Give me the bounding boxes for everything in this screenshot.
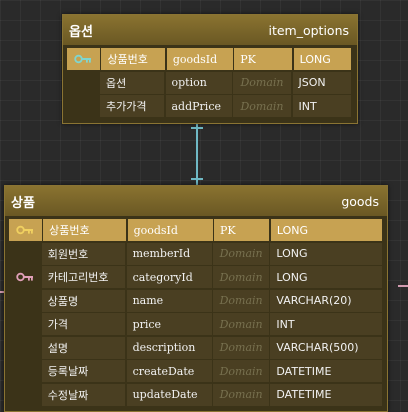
column-logical-name: 상품번호 <box>101 48 166 70</box>
column-logical-name: 등록날짜 <box>41 360 126 382</box>
column-data-type: LONG <box>270 219 382 241</box>
key-slot <box>9 243 42 265</box>
column-physical-name: memberId <box>126 242 212 265</box>
relation-one-mark-top <box>191 127 203 129</box>
column-domain: Domain <box>213 266 269 288</box>
column-domain: Domain <box>213 289 269 312</box>
column-logical-name: 회원번호 <box>41 242 126 265</box>
relation-stub-right[interactable] <box>398 285 408 287</box>
column-data-type: JSON <box>292 71 351 94</box>
primary-key-icon <box>9 219 42 241</box>
column-domain: PK <box>234 48 293 70</box>
column-domain: Domain <box>213 360 269 382</box>
key-slot <box>67 72 100 94</box>
column-data-type: LONG <box>293 48 352 70</box>
column-physical-name: price <box>126 313 212 335</box>
table-header[interactable]: 옵션 item_options <box>63 15 357 45</box>
key-slot <box>9 360 42 382</box>
key-slot <box>9 337 42 359</box>
table-name-en: item_options <box>268 22 349 38</box>
column-physical-name: description <box>126 336 212 359</box>
column-logical-name: 상품번호 <box>43 219 127 241</box>
column-data-type: INT <box>270 313 382 335</box>
column-domain: PK <box>214 219 270 241</box>
column-physical-name: goodsId <box>127 219 213 241</box>
column-physical-name: categoryId <box>126 266 212 288</box>
foreign-key-icon <box>9 266 42 288</box>
column-physical-name: option <box>165 71 232 94</box>
key-slot <box>9 290 42 312</box>
column-logical-name: 설명 <box>41 336 126 359</box>
column-data-type: DATETIME <box>270 383 382 406</box>
column-data-type: INT <box>292 95 351 117</box>
column-data-type: LONG <box>270 242 382 265</box>
column-domain: Domain <box>213 313 269 335</box>
relation-line[interactable] <box>196 120 198 186</box>
column-domain: Domain <box>213 242 269 265</box>
key-slot <box>9 313 42 335</box>
key-slot <box>9 384 42 406</box>
column-domain: Domain <box>233 71 291 94</box>
column-logical-name: 옵션 <box>100 71 164 94</box>
table-header[interactable]: 상품 goods <box>5 186 387 216</box>
column-physical-name: name <box>126 289 212 312</box>
column-logical-name: 상품명 <box>41 289 126 312</box>
column-data-type: DATETIME <box>270 360 382 382</box>
column-physical-name: createDate <box>126 360 212 382</box>
column-domain: Domain <box>213 383 269 406</box>
column-physical-name: addPrice <box>165 95 232 117</box>
key-slot <box>67 95 100 117</box>
column-logical-name: 수정날짜 <box>41 383 126 406</box>
column-logical-name: 가격 <box>41 313 126 335</box>
column-data-type: VARCHAR(500) <box>270 336 382 359</box>
relation-one-mark-bottom <box>191 178 203 180</box>
column-domain: Domain <box>233 95 291 117</box>
primary-key-icon <box>67 48 100 70</box>
column-data-type: LONG <box>270 266 382 288</box>
table-name-ko: 상품 <box>11 195 35 211</box>
table-name-ko: 옵션 <box>69 24 93 40</box>
table-name-en: goods <box>341 193 379 209</box>
column-domain: Domain <box>213 336 269 359</box>
column-logical-name: 카테고리번호 <box>41 266 126 288</box>
column-logical-name: 추가가격 <box>100 95 164 117</box>
column-physical-name: updateDate <box>126 383 212 406</box>
column-data-type: VARCHAR(20) <box>270 289 382 312</box>
column-physical-name: goodsId <box>166 48 233 70</box>
